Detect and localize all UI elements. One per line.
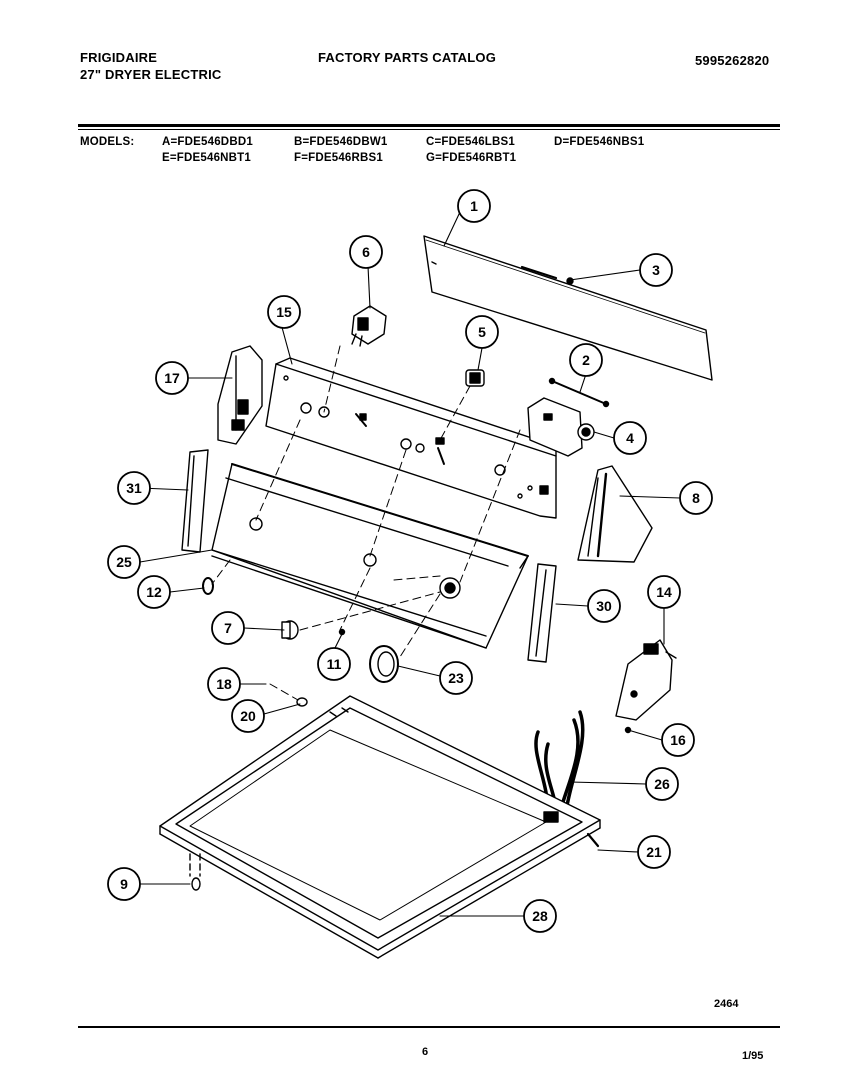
figure-number: 2464 — [714, 998, 739, 1010]
rod-part — [548, 377, 610, 408]
models-label: MODELS: — [80, 136, 135, 148]
top-cover — [159, 695, 601, 959]
right-trim-strip — [527, 563, 557, 663]
svg-text:1: 1 — [470, 198, 478, 214]
callout-21: 21 — [637, 835, 671, 869]
callout-2: 2 — [569, 343, 603, 377]
svg-text:12: 12 — [146, 584, 162, 600]
callout-17: 17 — [155, 361, 189, 395]
assembly-guide-lines — [211, 345, 521, 701]
svg-text:17: 17 — [164, 370, 180, 386]
brand-name: FRIGIDAIRE — [80, 50, 158, 65]
knob-part — [369, 645, 399, 683]
control-panel — [265, 357, 557, 519]
left-end-cap — [217, 345, 263, 445]
svg-text:2: 2 — [582, 352, 590, 368]
callout-30: 30 — [587, 589, 621, 623]
catalog-title: FACTORY PARTS CATALOG — [318, 50, 497, 65]
left-trim-strip — [181, 449, 209, 553]
svg-text:11: 11 — [327, 656, 342, 672]
callout-6: 6 — [349, 235, 383, 269]
svg-text:4: 4 — [626, 430, 634, 446]
header-rule-thin — [78, 129, 780, 130]
callout-20: 20 — [231, 699, 265, 733]
svg-text:26: 26 — [654, 776, 670, 792]
svg-text:18: 18 — [216, 676, 232, 692]
knob-insert-part — [465, 369, 485, 387]
rear-panel — [423, 235, 713, 381]
model-a: A=FDE546DBD1 — [162, 136, 253, 148]
callout-26: 26 — [645, 767, 679, 801]
model-f: F=FDE546RBS1 — [294, 152, 384, 164]
callout-14: 14 — [647, 575, 681, 609]
callout-25: 25 — [107, 545, 141, 579]
switch-part — [351, 305, 387, 347]
callout-9: 9 — [107, 867, 141, 901]
callout-11: 11 — [317, 647, 351, 681]
svg-text:7: 7 — [224, 620, 232, 636]
callout-12: 12 — [137, 575, 171, 609]
svg-text:23: 23 — [448, 670, 464, 686]
callout-31: 31 — [117, 471, 151, 505]
svg-text:9: 9 — [120, 876, 128, 892]
callout-3: 3 — [639, 253, 673, 287]
model-d: D=FDE546NBS1 — [554, 136, 645, 148]
model-g: G=FDE546RBT1 — [426, 152, 517, 164]
door-switch-bracket — [615, 639, 677, 734]
callout-16: 16 — [661, 723, 695, 757]
callout-28: 28 — [523, 899, 557, 933]
svg-text:16: 16 — [670, 732, 686, 748]
svg-text:8: 8 — [692, 490, 700, 506]
svg-text:3: 3 — [652, 262, 660, 278]
timer-part — [527, 397, 595, 457]
svg-text:30: 30 — [596, 598, 612, 614]
small-button-parts — [202, 577, 346, 640]
callout-23: 23 — [439, 661, 473, 695]
svg-text:5: 5 — [478, 324, 486, 340]
model-c: C=FDE546LBS1 — [426, 136, 516, 148]
revision-date: 1/95 — [742, 1050, 764, 1062]
footer-rule — [78, 1026, 780, 1028]
svg-text:25: 25 — [116, 554, 132, 570]
catalog-number: 5995262820 — [695, 53, 770, 68]
callout-bubbles: 1 2 3 4 5 6 7 8 9 11 12 14 15 16 17 18 2… — [107, 189, 713, 933]
right-end-cap — [577, 465, 653, 563]
callout-5: 5 — [465, 315, 499, 349]
model-e: E=FDE546NBT1 — [162, 152, 252, 164]
model-b: B=FDE546DBW1 — [294, 136, 388, 148]
svg-text:15: 15 — [276, 304, 292, 320]
svg-text:21: 21 — [646, 844, 662, 860]
callout-18: 18 — [207, 667, 241, 701]
callout-1: 1 — [457, 189, 491, 223]
callout-4: 4 — [613, 421, 647, 455]
callout-7: 7 — [211, 611, 245, 645]
callout-8: 8 — [679, 481, 713, 515]
svg-text:31: 31 — [126, 480, 142, 496]
svg-text:6: 6 — [362, 244, 370, 260]
callout-15: 15 — [267, 295, 301, 329]
svg-text:28: 28 — [532, 908, 548, 924]
svg-text:20: 20 — [240, 708, 256, 724]
product-name: 27" DRYER ELECTRIC — [80, 67, 222, 82]
page-number: 6 — [422, 1046, 429, 1058]
svg-text:14: 14 — [656, 584, 672, 600]
header-rule-thick — [78, 124, 780, 127]
